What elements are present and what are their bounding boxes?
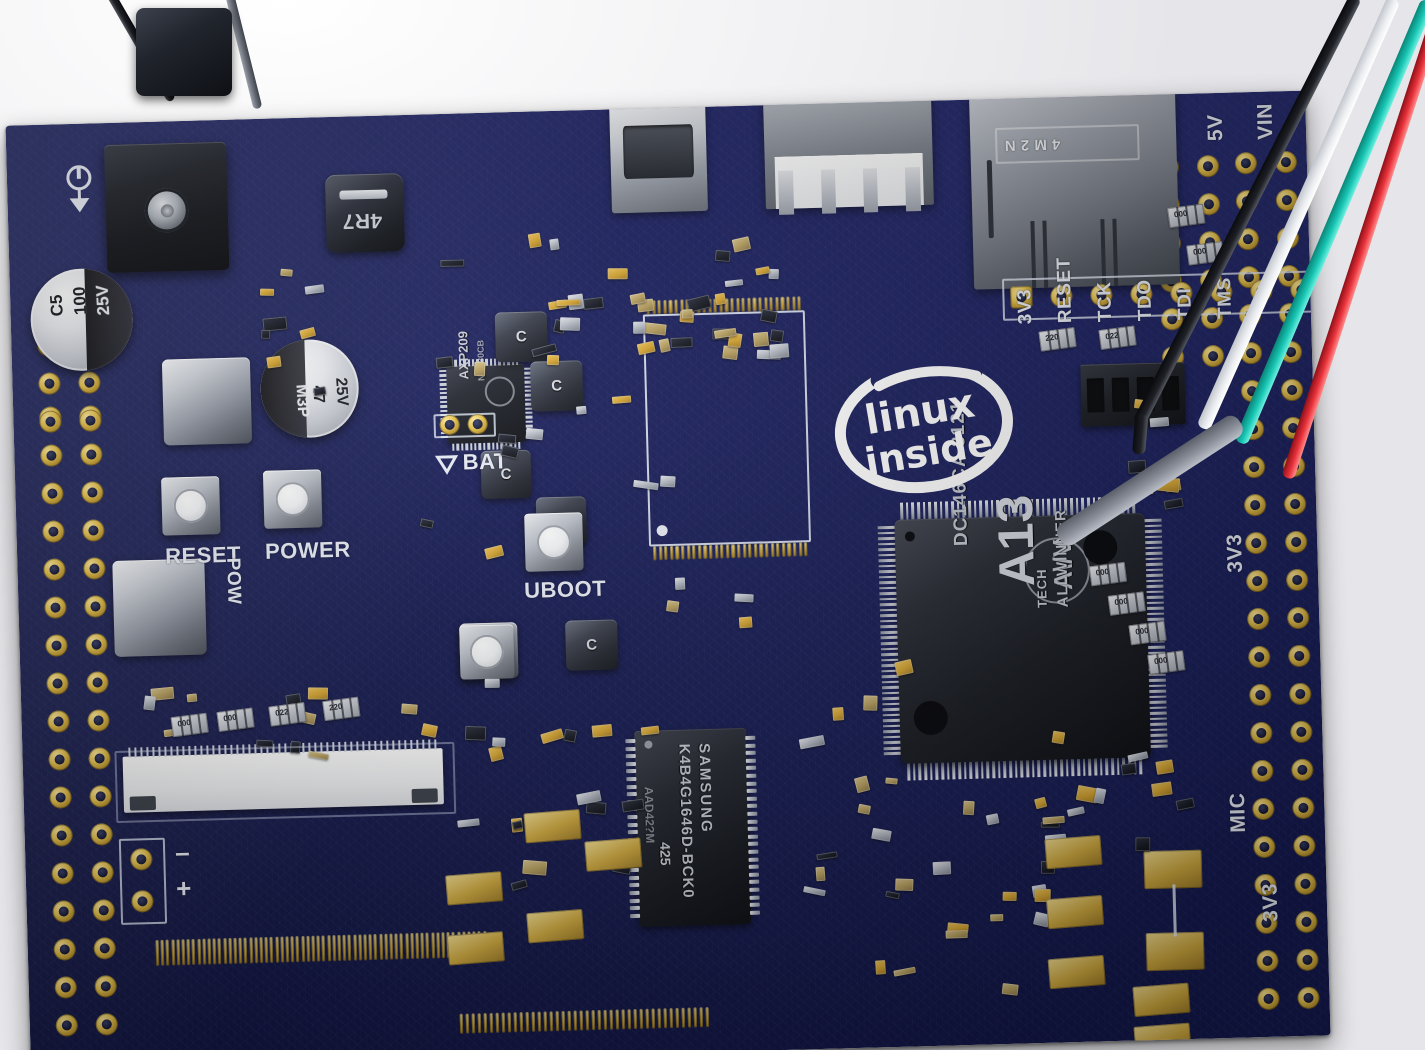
power-polarity-symbol [5, 91, 1330, 1050]
battery-arrow-icon [5, 91, 1330, 1050]
wire-black-lower [1132, 413, 1149, 455]
black-connector-block [136, 8, 232, 96]
linux-inside-logo: linux inside [824, 346, 1024, 501]
pcb-board: C5 100 25V M3P 47 25V 4R7 AXP209 NC380CB… [5, 90, 1331, 1050]
wire-teal [1234, 0, 1425, 446]
wire-grey-sleeve [1053, 411, 1247, 550]
